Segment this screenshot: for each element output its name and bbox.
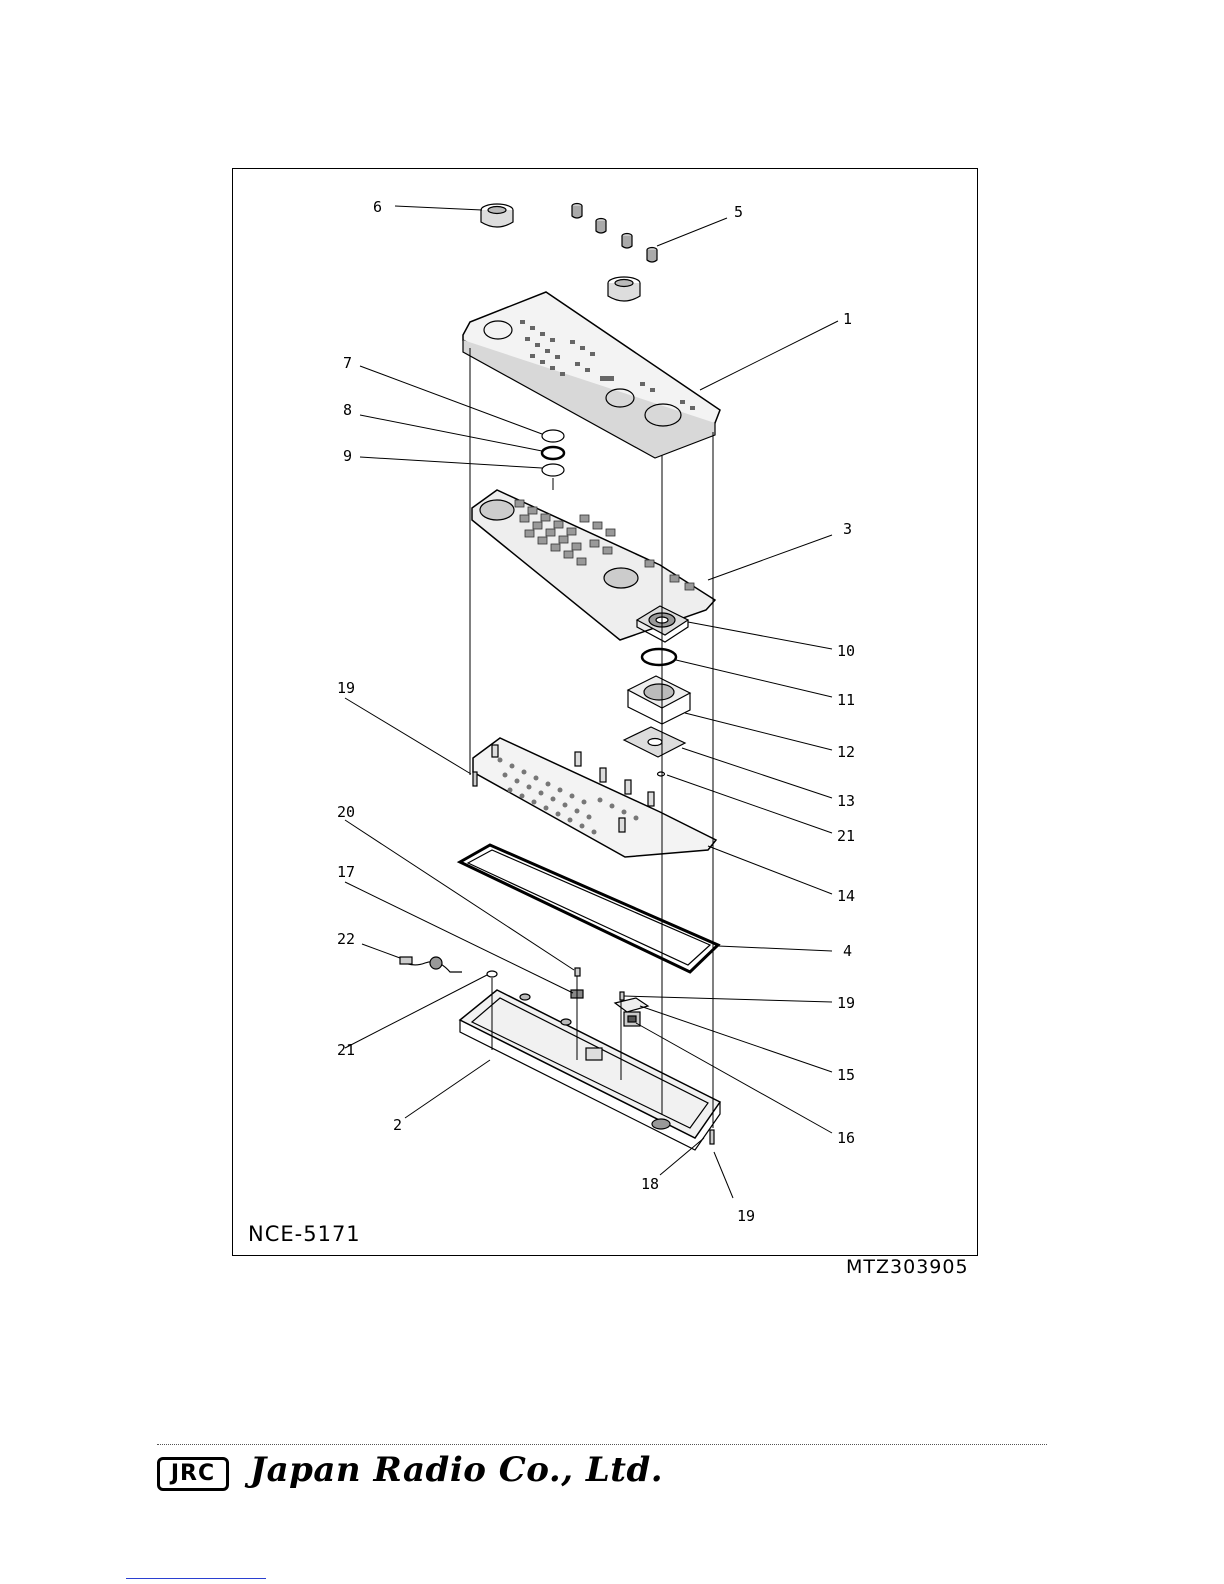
- diagram-frame: [232, 168, 978, 1256]
- footer-divider: [157, 1444, 1047, 1445]
- jrc-logo: JRC: [157, 1457, 229, 1491]
- model-label: NCE-5171: [248, 1222, 361, 1246]
- company-name-logo: Japan Radio Co., Ltd.: [250, 1450, 663, 1490]
- footer-link-underline: [126, 1578, 266, 1579]
- drawing-number: MTZ303905: [846, 1256, 969, 1278]
